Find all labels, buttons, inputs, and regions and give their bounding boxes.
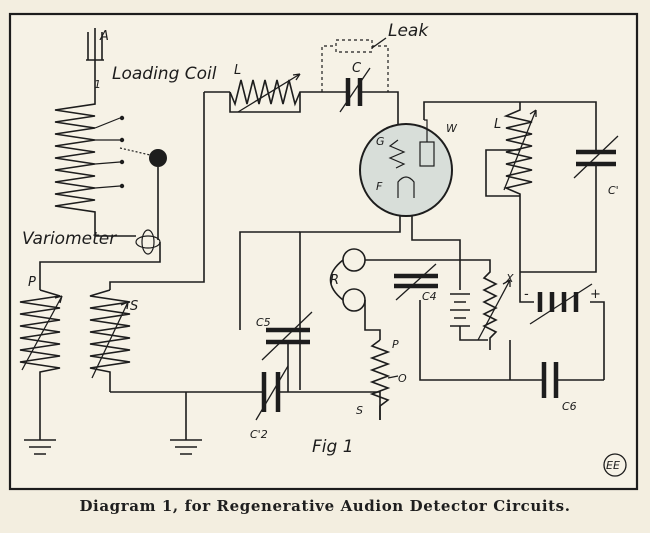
label-grid: G (376, 135, 385, 148)
label-loading-tap: 1 (94, 78, 101, 91)
label-primary: P (28, 275, 36, 290)
diagram-frame (8, 12, 639, 491)
label-variometer: Variometer (22, 229, 117, 249)
label-secondary: S (130, 299, 138, 314)
battery-b (450, 278, 488, 341)
label-pot-s: S (356, 404, 363, 417)
label-loading-coil: Loading Coil (112, 64, 217, 84)
label-cap-c2: C'2 (250, 428, 268, 441)
label-fig: Fig 1 (312, 437, 354, 457)
label-pot-o: O (398, 372, 407, 385)
label-cap-c: C (352, 61, 362, 76)
label-plate-cap: C' (608, 184, 619, 197)
secondary-coil: S (89, 92, 205, 392)
switch-knob (149, 149, 167, 167)
label-cap-c5: C5 (256, 316, 271, 329)
primary-coil: P (19, 275, 63, 430)
antenna: A (86, 28, 109, 95)
grid-leak: Leak (321, 21, 429, 92)
variometer: Variometer (22, 225, 161, 290)
label-minus: - (524, 287, 529, 302)
label-pot-p: P (392, 338, 399, 351)
label-antenna: A (99, 29, 109, 44)
label-cap-c4: C4 (422, 290, 437, 303)
condenser-c2: C'2 (248, 365, 381, 441)
label-plate-w: W (446, 122, 458, 135)
audion-tube: G F W (299, 101, 520, 390)
loading-coil: Loading Coil 1 (54, 64, 217, 240)
resistor-x: X (460, 259, 514, 350)
plate-condenser: C' (520, 101, 619, 273)
condenser-c5: C5 (239, 231, 313, 392)
condenser-c4: C4 (394, 263, 438, 303)
label-plate-coil: L (494, 117, 501, 132)
potentiometer: P O S (356, 338, 407, 420)
battery-a: - + (519, 272, 605, 380)
condenser-c6: C6 (419, 300, 604, 413)
label-cap-c6: C6 (562, 400, 577, 413)
ground-left (24, 430, 56, 455)
label-resistor-x: X (505, 272, 514, 285)
telephones: R (329, 248, 460, 340)
coil-l-top: L (204, 63, 322, 113)
ee-mark (603, 453, 627, 477)
label-leak: Leak (388, 21, 429, 41)
figure-caption: Diagram 1, for Regenerative Audion Detec… (79, 497, 571, 515)
label-coil-l-top: L (234, 63, 241, 78)
label-phones: R (330, 273, 339, 288)
label-plus: + (590, 287, 601, 302)
grid-condenser: C (322, 61, 399, 130)
label-filament: F (376, 180, 383, 193)
label-mark: EE (606, 459, 620, 472)
plate-coil: L (485, 102, 537, 272)
ground-mid (110, 391, 248, 455)
